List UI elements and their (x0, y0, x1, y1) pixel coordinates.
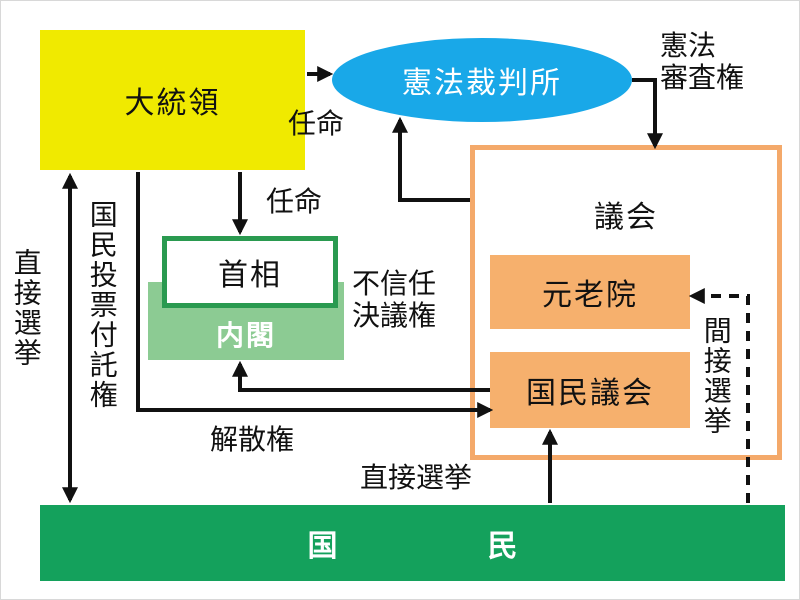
label-referendum: 国民投票付託権 (85, 200, 119, 410)
label-appointment-pm: 任命 (266, 185, 323, 218)
constitutional-court-node: 憲法裁判所 (332, 38, 632, 122)
national-assembly-node: 国民議会 (490, 352, 690, 428)
president-node: 大統領 (40, 30, 305, 170)
label-direct-election-left: 直接選挙 (9, 248, 43, 368)
parliament-label: 議会 (594, 200, 658, 235)
label-no-confidence: 不信任 決議権 (352, 267, 437, 333)
arrow-dissolution (136, 172, 494, 418)
arrow-parliament-to-court (392, 116, 470, 202)
senate-node: 元老院 (490, 255, 690, 329)
people-node: 国 民 (40, 505, 785, 581)
arrow-indirect-election (688, 288, 750, 503)
label-constitutional-review: 憲法 審査権 (660, 29, 745, 95)
label-indirect-election: 間接選挙 (699, 316, 733, 436)
arrow-court-to-parliament (632, 78, 663, 150)
label-dissolution: 解散権 (210, 423, 295, 456)
prime-minister-node: 首相 (162, 236, 338, 308)
label-direct-election-bottom: 直接選挙 (360, 461, 473, 494)
label-appointment-court: 任命 (288, 107, 345, 140)
arrow-no-confidence (232, 360, 490, 392)
